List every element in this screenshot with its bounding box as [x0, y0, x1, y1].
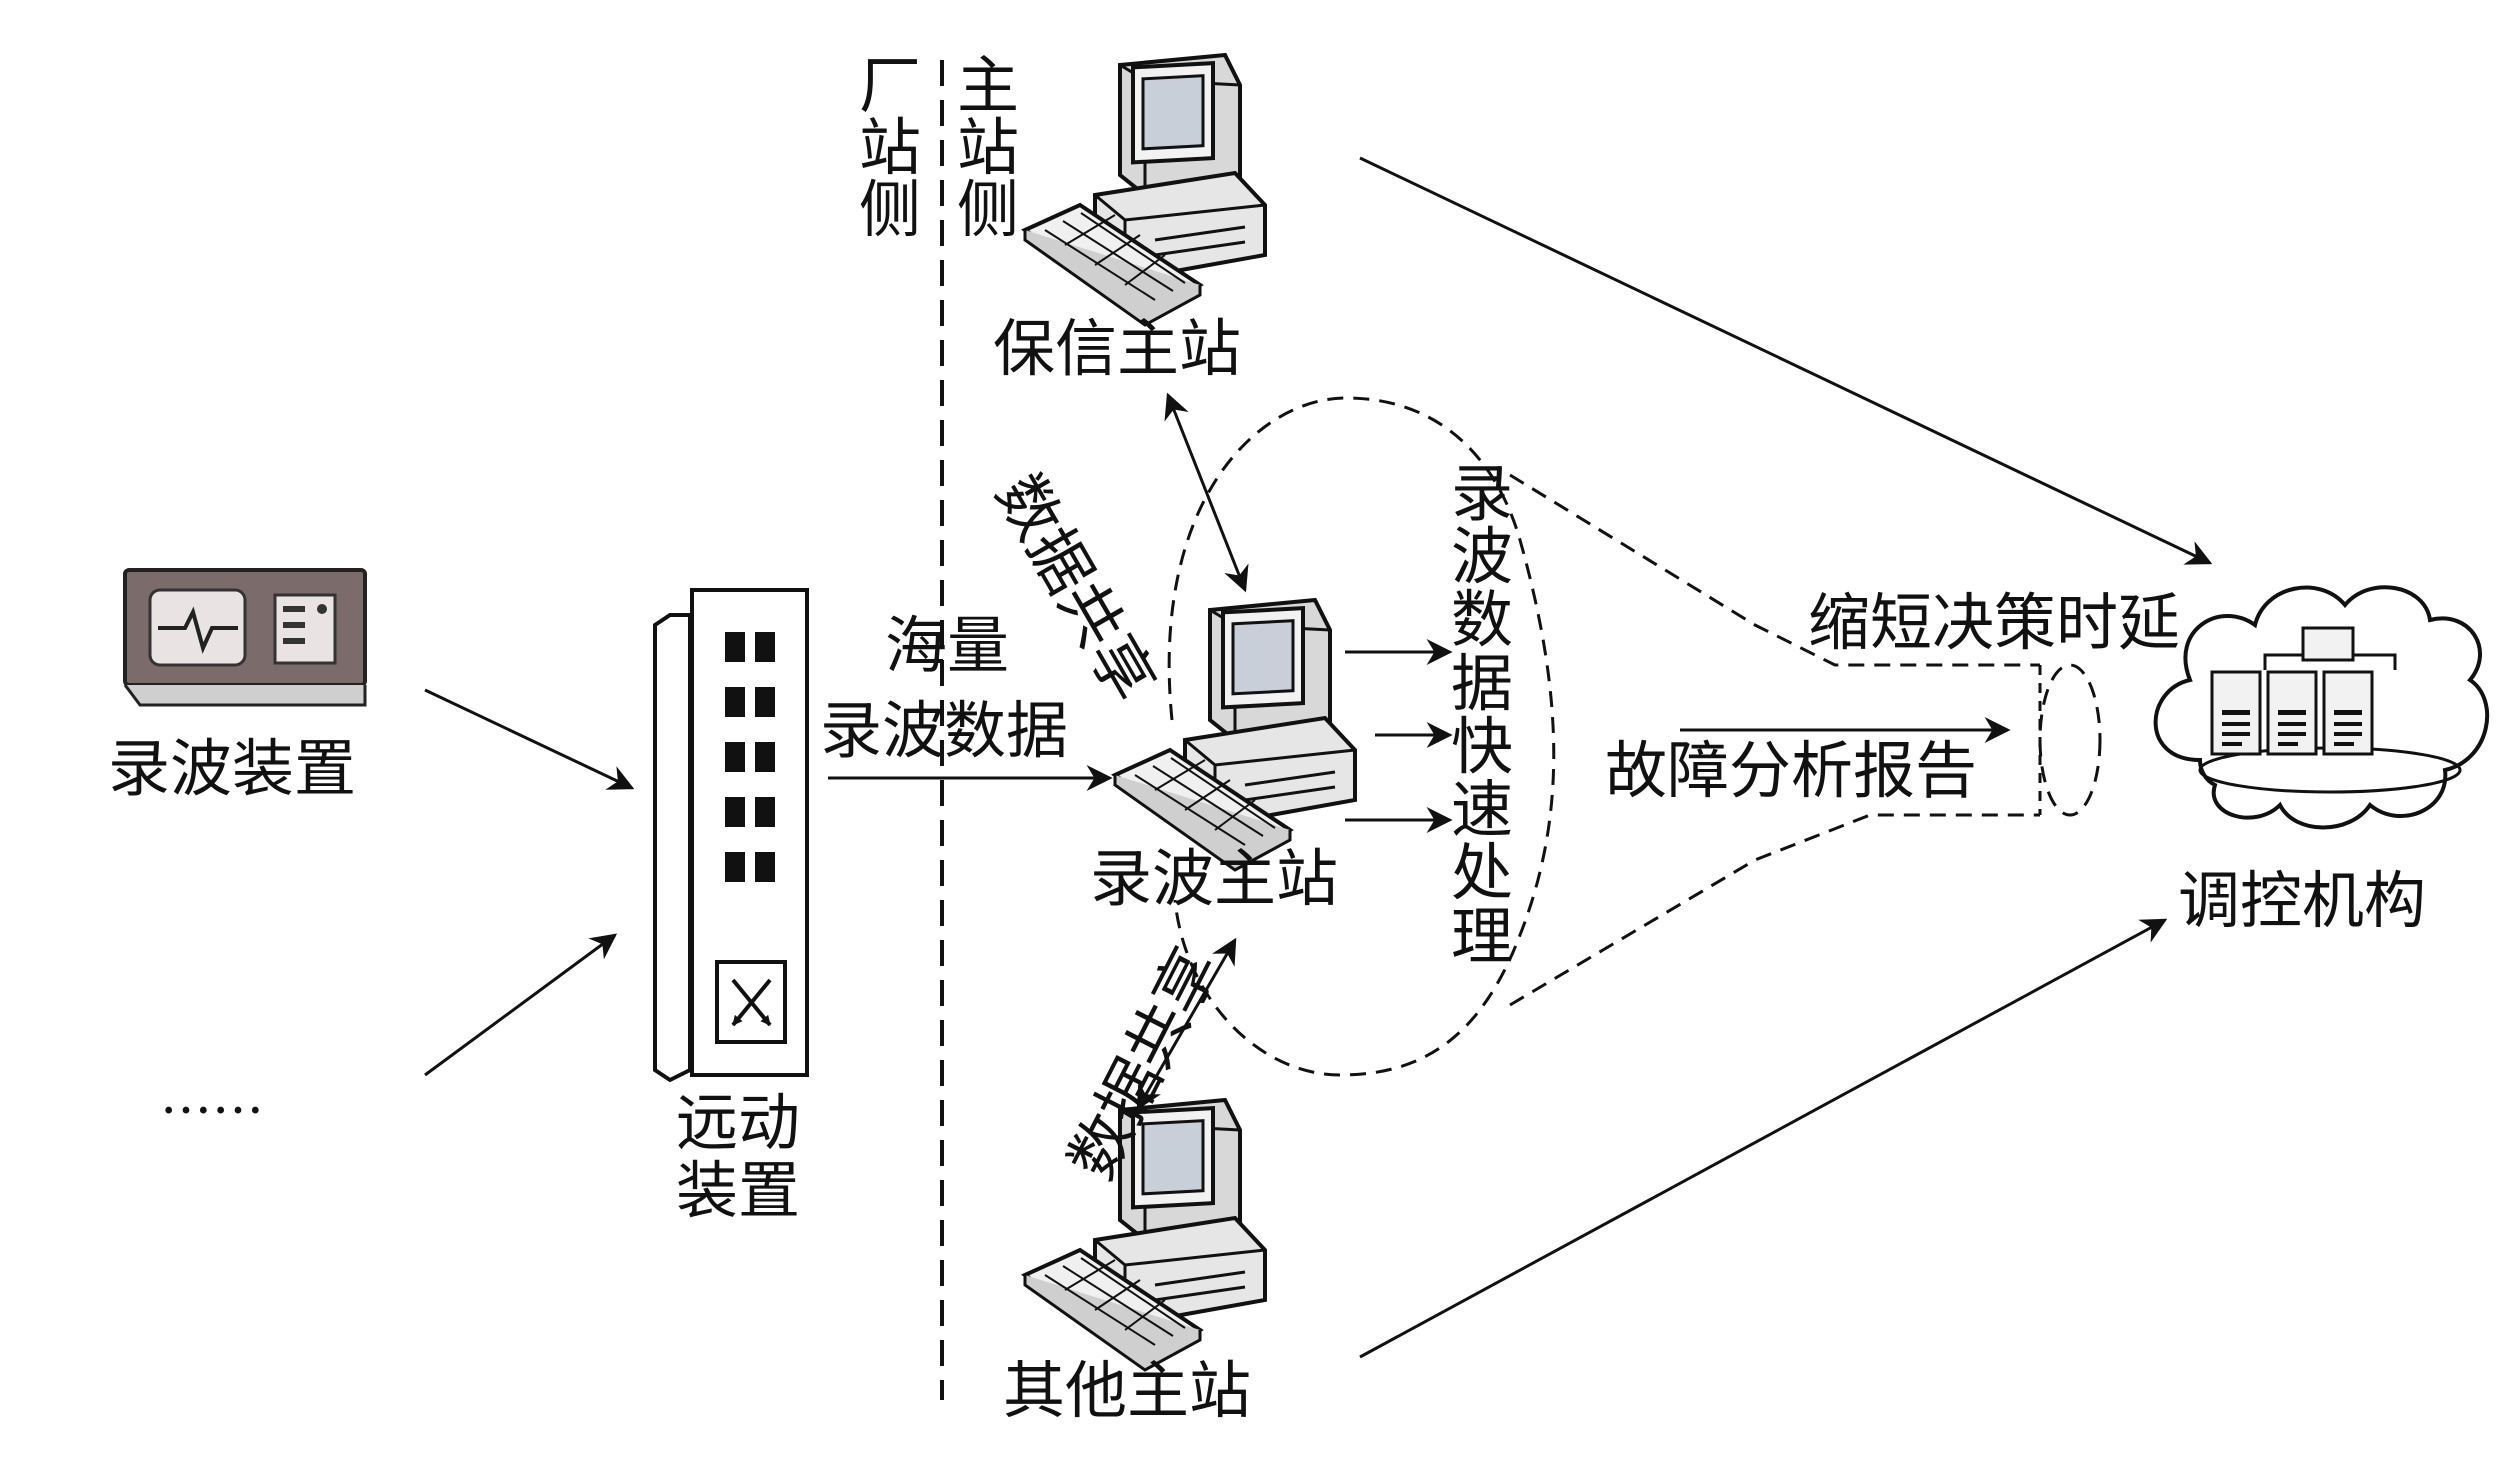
mass-data-label-2: 录波数据	[820, 694, 1069, 767]
arrow-recorder-to-switch	[424, 688, 635, 790]
network-switch-icon	[653, 588, 809, 1083]
telecontrol-device-label-2: 装置	[676, 1154, 801, 1227]
shorten-delay-label: 缩短决策时延	[1808, 586, 2181, 659]
recorder-master-computer-icon	[1113, 598, 1357, 872]
recorder-master-label: 录波主站	[1090, 842, 1339, 915]
arrow-more-to-switch	[424, 933, 618, 1077]
master-side-label: 主站侧	[956, 49, 1019, 246]
arrow-sharing-bottom	[1136, 937, 1237, 1111]
cloud-server-icon	[2153, 585, 2490, 830]
fault-report-label: 故障分析报告	[1605, 734, 1978, 807]
recorder-device-label: 录波装置	[108, 732, 357, 805]
protection-master-label: 保信主站	[993, 312, 1242, 385]
fast-processing-region	[1167, 396, 2102, 1077]
more-devices-label: ……	[160, 1066, 264, 1126]
dispatch-center-label: 调控机构	[2178, 864, 2427, 937]
arrow-other-to-dispatch	[1359, 918, 2168, 1359]
arrow-protection-to-dispatch	[1359, 156, 2213, 565]
protection-master-computer-icon	[1023, 53, 1267, 327]
plant-side-label: 厂站侧	[858, 49, 921, 246]
arrow-sharing-top	[1164, 392, 1249, 593]
other-master-label: 其他主站	[1003, 1354, 1252, 1427]
recorder-device-icon	[123, 568, 367, 707]
fast-processing-label: 录波数据快速处理	[1450, 457, 1513, 973]
mass-data-label-1: 海量	[885, 609, 1010, 682]
telecontrol-device-label-1: 远动	[676, 1086, 801, 1159]
